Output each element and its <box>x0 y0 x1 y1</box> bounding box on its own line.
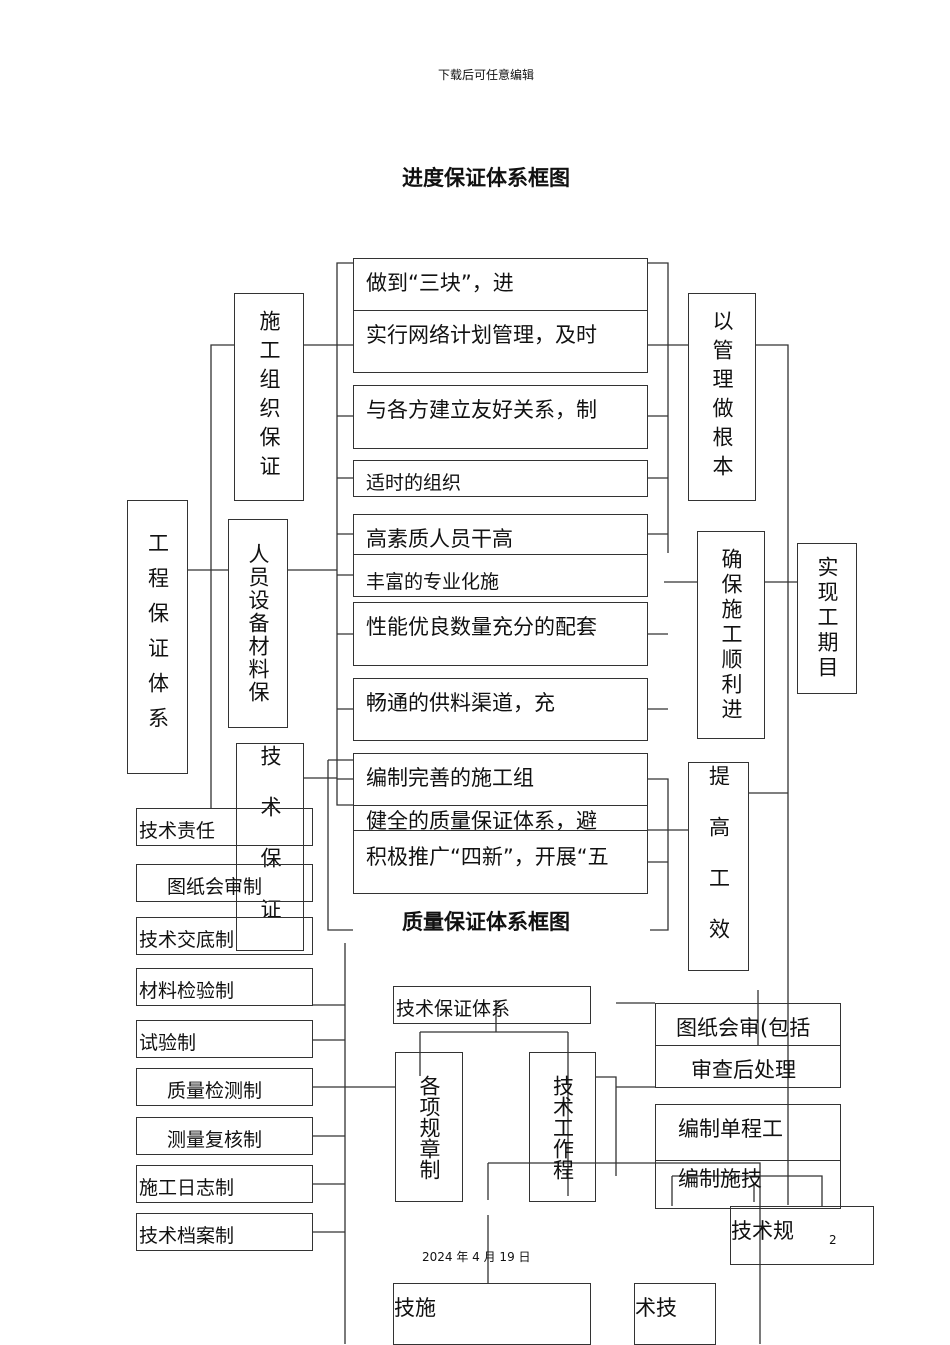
bottom-box: 技施 <box>393 1283 591 1345</box>
rule-box: 测量复核制 <box>136 1117 313 1155</box>
category-box: 人员设备材料保 <box>228 519 288 728</box>
measure-box: 做到“三块”，进 <box>353 258 648 311</box>
procedure-box: 审查后处理 <box>655 1045 841 1088</box>
measure-box: 适时的组织 <box>353 460 648 497</box>
measure-box: 编制完善的施工组 <box>353 753 648 806</box>
rule-box: 技术责任 <box>136 808 313 846</box>
bottom-box: 术技 <box>634 1283 716 1345</box>
measure-box: 健全的质量保证体系，避 <box>353 805 648 831</box>
result-box: 确保施工顺利进 <box>697 531 765 739</box>
rule-box: 材料检验制 <box>136 968 313 1006</box>
result-box: 提高工效 <box>688 762 749 971</box>
date-footer: 2024 年 4 月 19 日 <box>422 1250 531 1264</box>
measure-box: 性能优良数量充分的配套 <box>353 602 648 666</box>
procedure-box: 图纸会审(包括 <box>655 1003 841 1046</box>
system-box: 技术保证体系 <box>393 986 591 1024</box>
schedule-title: 进度保证体系框图 <box>402 166 570 190</box>
rule-box: 质量检测制 <box>136 1068 313 1106</box>
rule-box: 技术档案制 <box>136 1213 313 1251</box>
rule-box: 技术交底制 <box>136 917 313 955</box>
measure-box: 实行网络计划管理，及时 <box>353 310 648 373</box>
page-number: 2 <box>829 1233 837 1247</box>
header-note: 下载后可任意编辑 <box>437 68 534 82</box>
measure-box: 积极推广“四新”，开展“五 <box>353 830 648 894</box>
measure-box: 畅通的供料渠道，充 <box>353 678 648 741</box>
result-box: 以管理做根本 <box>688 293 756 501</box>
procedure-box: 编制施技 <box>655 1160 841 1209</box>
goal-box: 实现工期目 <box>797 543 857 694</box>
rule-box: 试验制 <box>136 1020 313 1058</box>
rule-box: 图纸会审制 <box>136 864 313 902</box>
branch-box: 技术工作程 <box>529 1052 596 1202</box>
procedure-box: 技术规 <box>730 1206 874 1265</box>
rule-box: 施工日志制 <box>136 1165 313 1203</box>
branch-box: 各项规章制 <box>395 1052 463 1202</box>
root-box: 工程保证体系 <box>127 500 188 774</box>
measure-box: 丰富的专业化施 <box>353 554 648 597</box>
measure-box: 与各方建立友好关系，制 <box>353 385 648 449</box>
quality-title: 质量保证体系框图 <box>402 910 570 934</box>
measure-box: 高素质人员干高 <box>353 514 648 555</box>
category-box: 技术保证 <box>236 743 304 951</box>
category-box: 施工组织保证 <box>234 293 304 501</box>
procedure-box: 编制单程工 <box>655 1104 841 1161</box>
